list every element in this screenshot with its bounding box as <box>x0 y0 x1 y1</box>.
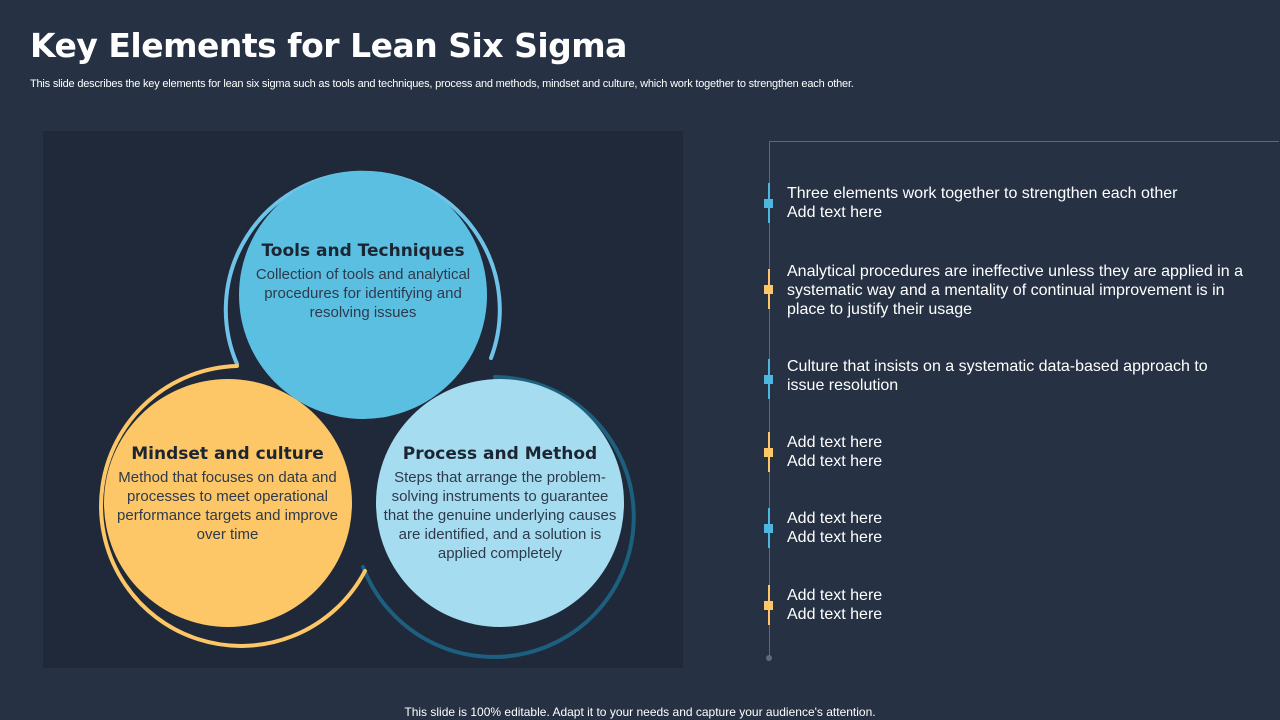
timeline-top-line <box>769 141 1279 142</box>
timeline-text: Analytical procedures are ineffective un… <box>787 263 1243 318</box>
timeline-marker <box>764 601 773 610</box>
page-title: Key Elements for Lean Six Sigma <box>30 26 627 65</box>
circle-title: Process and Method <box>402 444 598 464</box>
circle-process <box>376 379 624 627</box>
timeline-marker <box>764 524 773 533</box>
circle-text-tools: Tools and Techniques Collection of tools… <box>243 241 483 322</box>
timeline-end-dot <box>766 655 772 661</box>
circle-title: Mindset and culture <box>131 444 324 464</box>
circle-text-mindset: Mindset and culture Method that focuses … <box>115 444 340 544</box>
timeline-text: Add text here Add text here <box>787 587 883 623</box>
timeline-text: Culture that insists on a systematic dat… <box>787 358 1208 394</box>
circle-body: Steps that arrange the problem-solving i… <box>383 469 617 562</box>
timeline-axis <box>769 141 770 659</box>
circle-tools <box>239 171 487 419</box>
circle-body: Method that focuses on data and processe… <box>117 469 338 543</box>
footer-note: This slide is 100% editable. Adapt it to… <box>404 705 876 719</box>
timeline: Three elements work together to strength… <box>764 141 1279 661</box>
timeline-text: Add text here Add text here <box>787 434 883 470</box>
timeline-marker <box>764 199 773 208</box>
timeline-text: Three elements work together to strength… <box>787 185 1178 221</box>
timeline-marker <box>764 375 773 384</box>
timeline-marker <box>764 448 773 457</box>
timeline-marker <box>764 285 773 294</box>
ring-process <box>361 375 636 659</box>
venn-diagram <box>99 170 636 659</box>
ring-mindset <box>99 364 367 648</box>
timeline-text: Add text here Add text here <box>787 510 883 546</box>
circle-title: Tools and Techniques <box>261 241 465 261</box>
page-subtitle: This slide describes the key elements fo… <box>30 78 854 90</box>
circle-text-process: Process and Method Steps that arrange th… <box>380 444 620 563</box>
diagram-panel: Tools and Techniques Collection of tools… <box>43 131 683 668</box>
circle-body: Collection of tools and analytical proce… <box>255 266 471 321</box>
circle-mindset <box>104 379 352 627</box>
